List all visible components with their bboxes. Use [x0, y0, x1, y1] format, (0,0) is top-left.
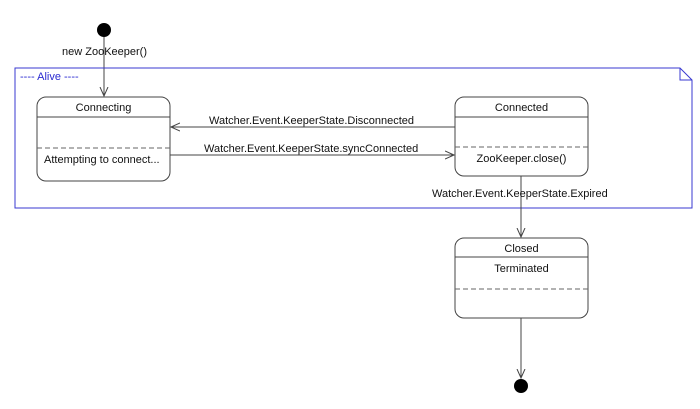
state-connected: Connected ZooKeeper.close() — [454, 96, 589, 177]
transition-sync-connected-label: Watcher.Event.KeeperState.syncConnected — [204, 143, 418, 155]
transition-disconnected-label: Watcher.Event.KeeperState.Disconnected — [209, 115, 414, 127]
state-connected-name: Connected — [495, 102, 548, 114]
alive-region — [14, 67, 693, 209]
initial-state-dot — [97, 23, 111, 37]
final-state-dot — [514, 379, 528, 393]
alive-region-fold — [679, 68, 692, 81]
initial-transition-label: new ZooKeeper() — [62, 46, 147, 58]
state-connecting: Connecting Attempting to connect... — [36, 96, 171, 182]
state-connecting-name: Connecting — [76, 102, 132, 114]
transition-expired-label: Watcher.Event.KeeperState.Expired — [432, 188, 608, 200]
alive-region-label: ---- Alive ---- — [20, 71, 79, 83]
state-connected-activity: ZooKeeper.close() — [477, 153, 567, 165]
state-closed-activity: Terminated — [494, 263, 548, 275]
state-closed-name: Closed — [504, 243, 538, 255]
state-closed: Closed Terminated — [454, 237, 589, 319]
state-connecting-activity: Attempting to connect... — [44, 154, 160, 166]
